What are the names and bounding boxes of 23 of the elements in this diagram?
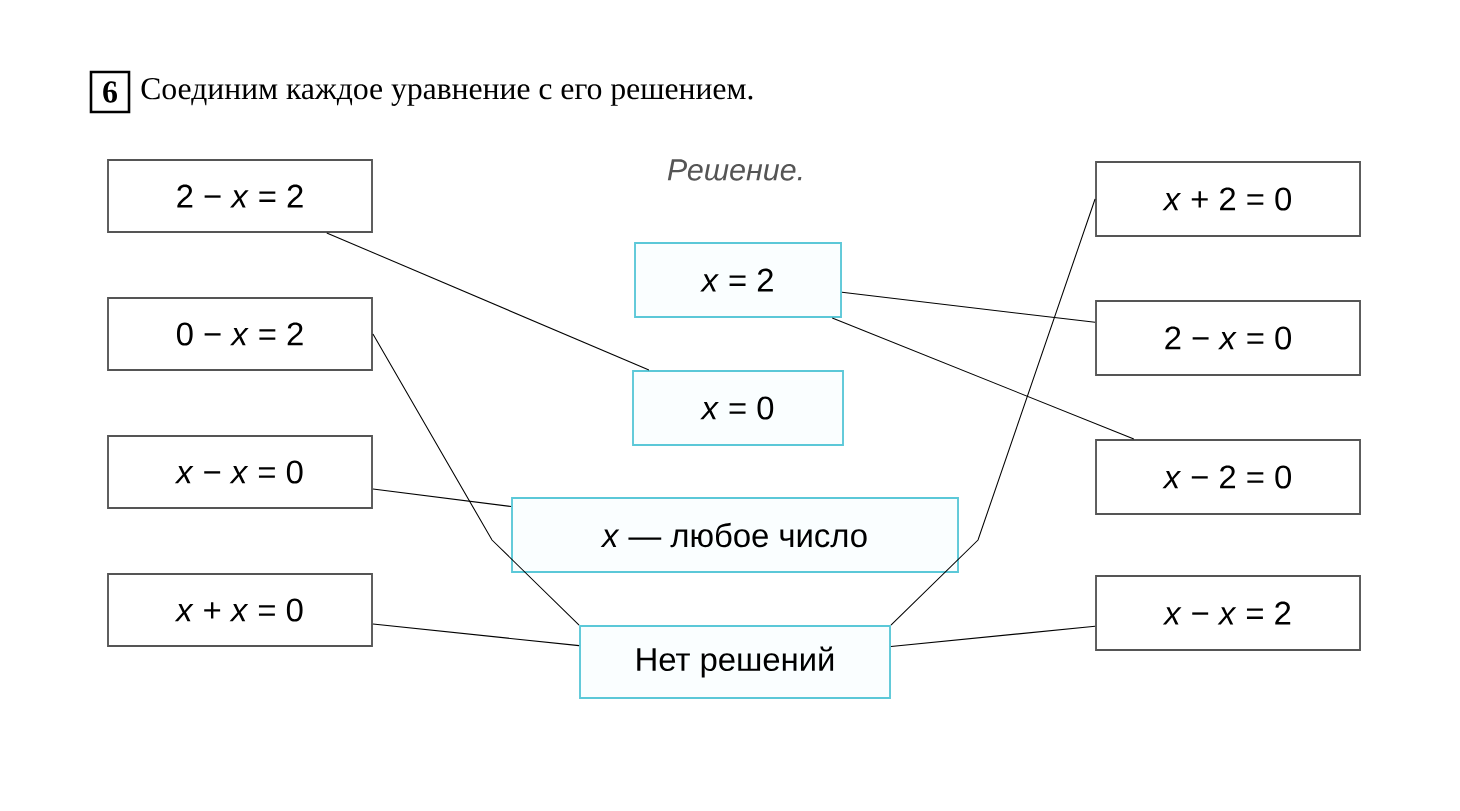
- equation-box: x − x = 0: [107, 435, 373, 509]
- equation-box: 2 − x = 2: [107, 159, 373, 233]
- connecting-line: [831, 317, 1135, 440]
- connecting-line: [326, 232, 650, 371]
- solution-box: x — любое число: [511, 497, 959, 573]
- solution-box: Нет решений: [579, 625, 891, 699]
- title: Соединим каждое уравнение с его решением.: [141, 78, 753, 106]
- equation-box: x − x = 2: [1095, 575, 1361, 651]
- equation-box: 2 − x = 0: [1095, 300, 1361, 376]
- equation-box: x + x = 0: [107, 573, 373, 647]
- solution-box: x = 2: [634, 242, 842, 318]
- connecting-line: [372, 623, 580, 647]
- connecting-line: [372, 333, 580, 626]
- connecting-line: [890, 625, 1096, 648]
- task-number-box: 6: [89, 70, 131, 114]
- heading: Решение.: [667, 159, 802, 181]
- connecting-line: [841, 291, 1096, 323]
- solution-box: x = 0: [632, 370, 844, 446]
- equation-box: x + 2 = 0: [1095, 161, 1361, 237]
- connecting-line: [890, 198, 1096, 626]
- equation-box: 0 − x = 2: [107, 297, 373, 371]
- equation-box: x − 2 = 0: [1095, 439, 1361, 515]
- connecting-line: [372, 488, 512, 508]
